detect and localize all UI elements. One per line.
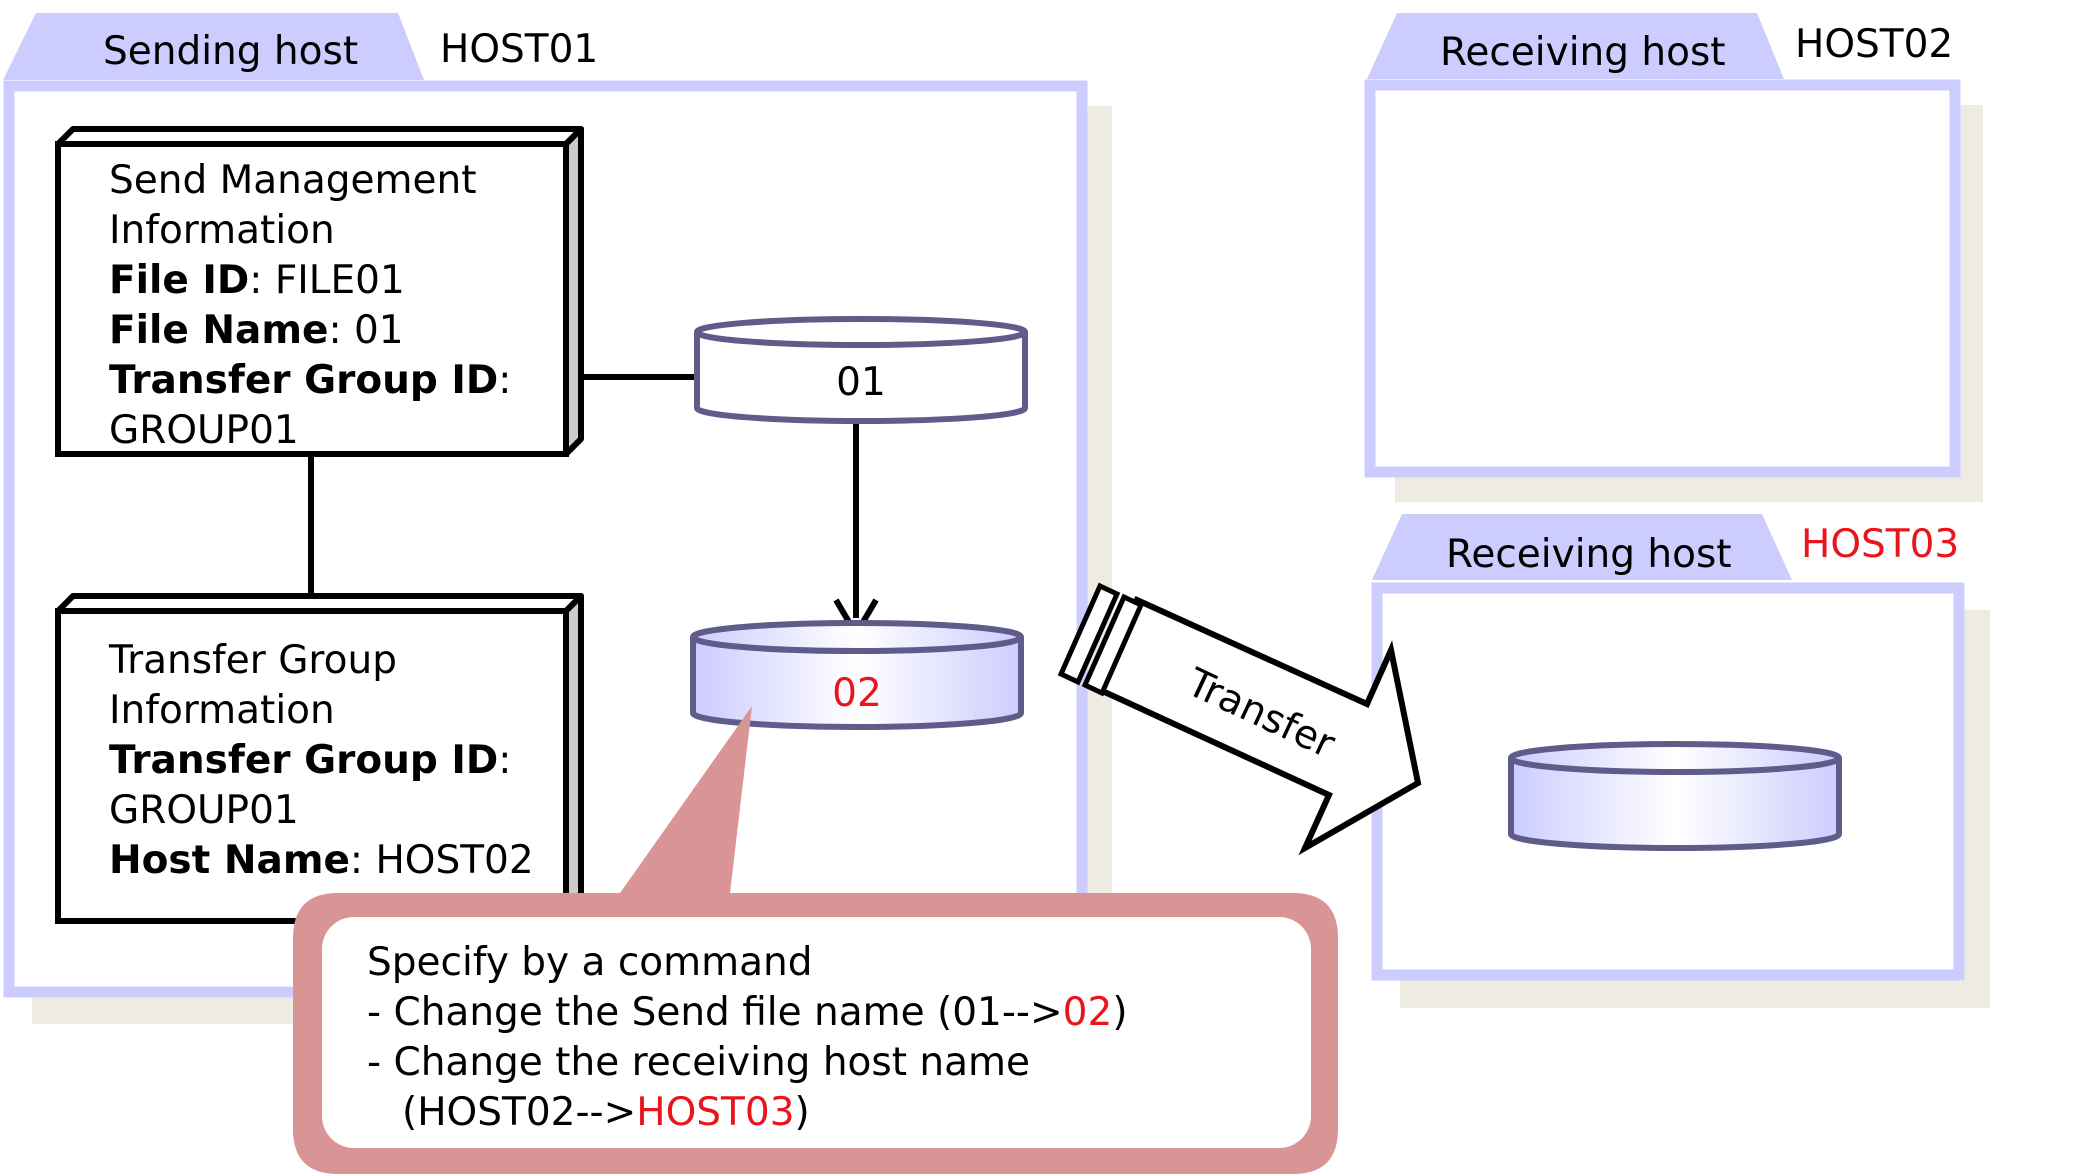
receiving-host-1-name: HOST02 — [1795, 22, 1954, 67]
callout-text: Specify by a command - Change the Send f… — [367, 938, 1128, 1138]
group-id-row: Transfer Group ID: — [109, 736, 534, 786]
callout-line-2-prefix: - Change the Send file name (01--> — [367, 990, 1063, 1035]
host-name-row: Host Name: HOST02 — [109, 836, 534, 886]
disk-02 — [690, 620, 1024, 730]
send-management-box — [55, 126, 584, 457]
receiving-host-1-tab-label: Receiving host — [1440, 30, 1726, 75]
file-id-label: File ID — [109, 258, 250, 303]
receiving-host-2-tab-label: Receiving host — [1446, 532, 1732, 577]
transfer-arrow — [1057, 582, 1422, 856]
host-name-label: Host Name — [109, 838, 350, 883]
callout-line-3: - Change the receiving host name — [367, 1040, 1030, 1085]
callout-line-4: (HOST02-->HOST03) — [367, 1088, 1128, 1138]
sending-host-tab-label: Sending host — [103, 29, 359, 74]
file-id-row: File ID: FILE01 — [109, 256, 511, 306]
host-name-value: : HOST02 — [349, 838, 534, 883]
transfer-group-info: Transfer Group Information Transfer Grou… — [109, 636, 534, 886]
group-id-label: Transfer Group ID — [109, 738, 499, 783]
file-name-label: File Name — [109, 308, 329, 353]
group-id-value: GROUP01 — [109, 788, 299, 833]
receiving-host-2-name: HOST03 — [1801, 522, 1960, 567]
transfer-group-box — [55, 593, 584, 924]
transfer-group-id-label: Transfer Group ID — [109, 358, 499, 403]
file-id-value: : FILE01 — [249, 258, 405, 303]
transfer-group-title-1: Transfer Group — [109, 638, 397, 683]
receiving-host-1-frame — [1364, 79, 1961, 478]
group-id-sep: : — [498, 738, 512, 783]
callout-line-2-suffix: ) — [1112, 990, 1128, 1035]
callout-line-1: Specify by a command — [367, 940, 813, 985]
callout-line-4-highlight: HOST03 — [636, 1090, 795, 1135]
receiving-host-2-frame — [1371, 582, 1965, 981]
sending-host-name: HOST01 — [440, 27, 599, 72]
send-management-info: Send Management Information File ID: FIL… — [109, 156, 511, 456]
disk-01 — [694, 316, 1028, 424]
receiving-host-1-tab — [1367, 13, 1784, 79]
disk-host03 — [1508, 741, 1842, 851]
callout-line-2: - Change the Send file name (01-->02) — [367, 988, 1128, 1038]
callout-shape — [293, 706, 1338, 1174]
callout-line-4-suffix: ) — [794, 1090, 810, 1135]
send-management-title-1: Send Management — [109, 158, 477, 203]
callout-line-2-highlight: 02 — [1062, 990, 1113, 1035]
file-name-row: File Name: 01 — [109, 306, 511, 356]
file-name-value: : 01 — [328, 308, 404, 353]
send-management-title-2: Information — [109, 208, 335, 253]
transfer-group-id-value: GROUP01 — [109, 408, 299, 453]
sending-host-tab — [3, 13, 424, 80]
transfer-group-title-2: Information — [109, 688, 335, 733]
transfer-group-id-sep: : — [498, 358, 512, 403]
disk-02-label: 02 — [832, 671, 882, 716]
callout-line-4-prefix: (HOST02--> — [402, 1090, 637, 1135]
disk-01-label: 01 — [836, 360, 886, 405]
receiving-host-2-tab — [1372, 514, 1792, 580]
transfer-group-id-row: Transfer Group ID: — [109, 356, 511, 406]
